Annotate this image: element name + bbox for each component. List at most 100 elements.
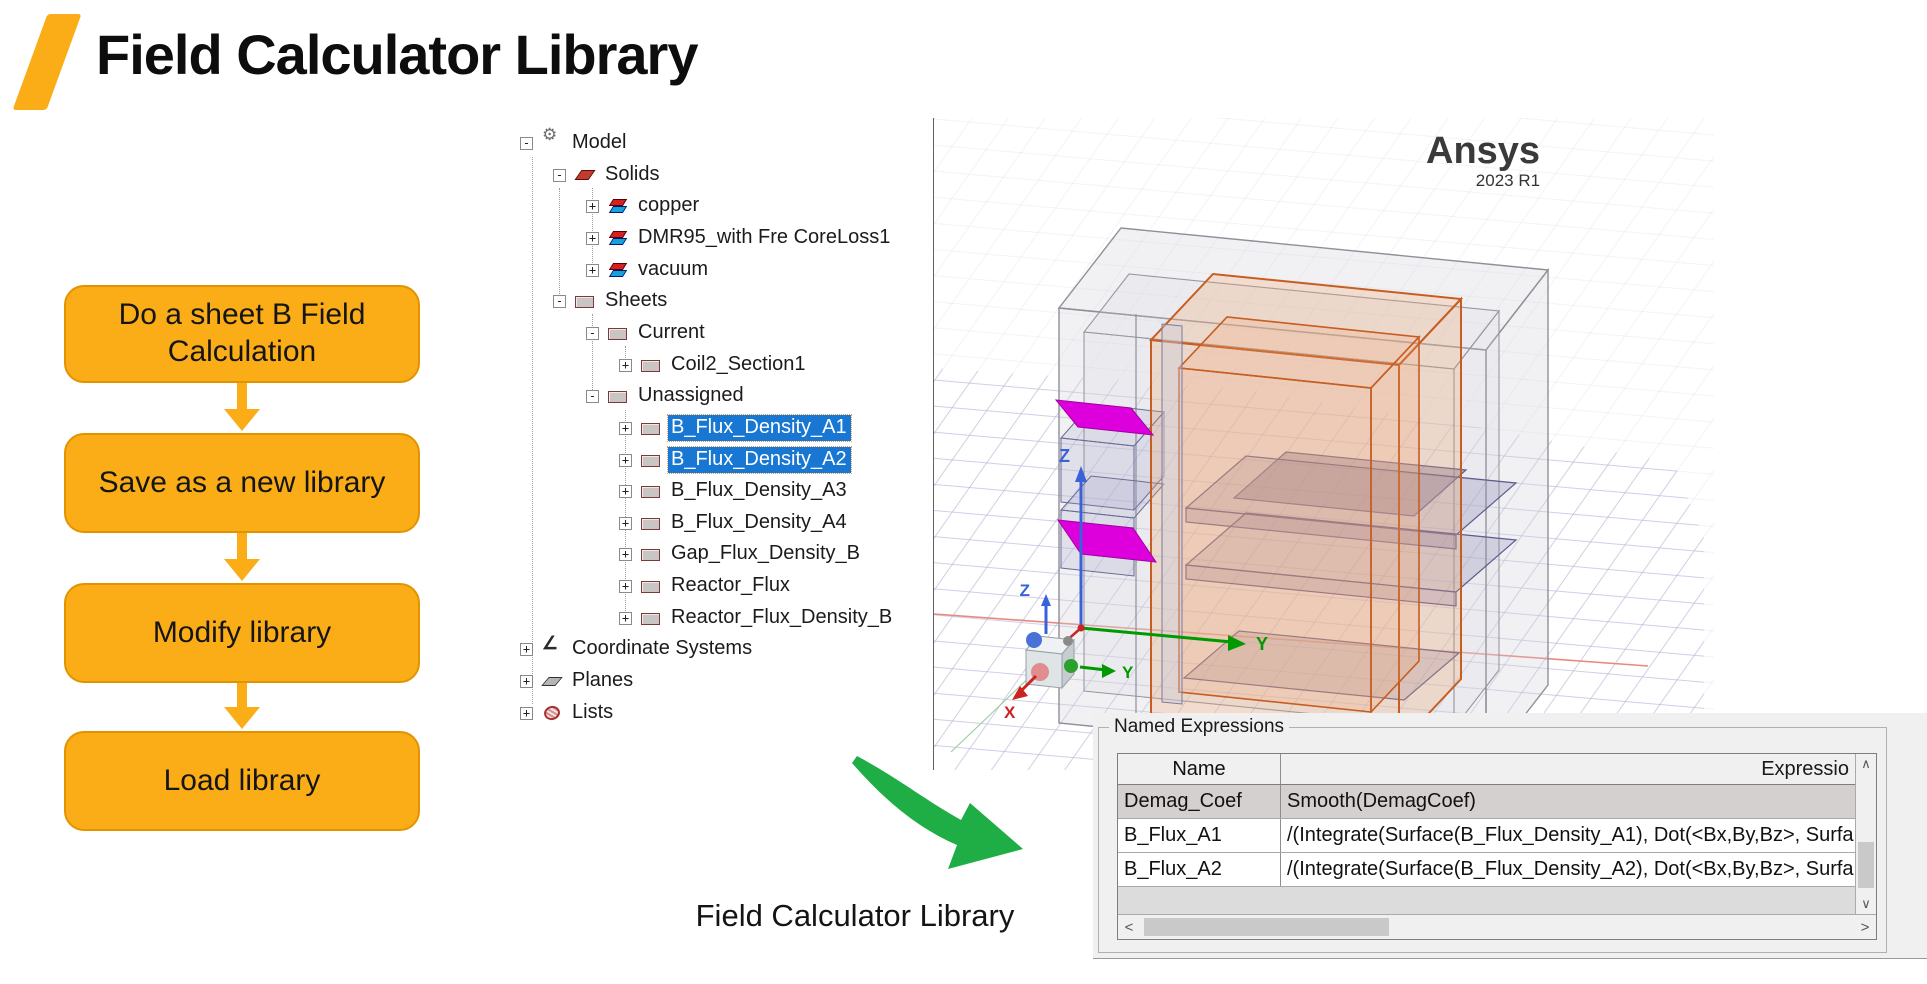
tree-item[interactable]: - Model bbox=[520, 125, 630, 157]
green-callout-arrow bbox=[852, 756, 1023, 869]
column-header-expression[interactable]: Expressio bbox=[1761, 757, 1849, 780]
expander-toggle[interactable]: + bbox=[619, 611, 632, 625]
expander-toggle[interactable]: - bbox=[553, 168, 566, 182]
tree-item[interactable]: +Reactor_Flux bbox=[619, 572, 794, 600]
expander-toggle[interactable]: + bbox=[619, 516, 632, 530]
scroll-down-icon[interactable]: ∨ bbox=[1861, 896, 1871, 911]
horizontal-scroll-thumb[interactable] bbox=[1144, 918, 1389, 936]
expander-toggle[interactable]: + bbox=[619, 579, 632, 593]
tree-item[interactable]: + Coil2_Section1 bbox=[619, 351, 810, 379]
table-row[interactable]: B_Flux_A2 /(Integrate(Surface(B_Flux_Den… bbox=[1118, 853, 1855, 887]
scroll-right-icon[interactable]: > bbox=[1860, 918, 1870, 936]
tree-item-label: Current bbox=[638, 321, 705, 343]
expander-toggle[interactable]: + bbox=[520, 706, 533, 720]
table-row[interactable]: B_Flux_A1 /(Integrate(Surface(B_Flux_Den… bbox=[1118, 819, 1855, 853]
flow-step-4-label: Load library bbox=[163, 763, 321, 797]
tree-item[interactable]: + Reactor_Flux_Density_B bbox=[619, 604, 896, 632]
flow-step-1-label: Do a sheet B Field Calculation bbox=[118, 298, 366, 368]
expander-toggle[interactable]: + bbox=[586, 263, 599, 277]
column-header-name[interactable]: Name bbox=[1118, 754, 1281, 784]
tree-item[interactable]: + Lists bbox=[520, 699, 617, 727]
expander-toggle[interactable]: + bbox=[619, 453, 632, 467]
tree-connector-line bbox=[559, 188, 560, 306]
tree-item[interactable]: - Current bbox=[586, 319, 709, 347]
expander-toggle[interactable]: + bbox=[586, 231, 599, 245]
model-axes: Z Y bbox=[1057, 446, 1268, 654]
coil-outer-box bbox=[1148, 272, 1464, 748]
gizmo-y-label: Y bbox=[1122, 663, 1134, 682]
flow-step-3-label: Modify library bbox=[152, 615, 332, 649]
scroll-left-icon[interactable]: < bbox=[1124, 918, 1134, 936]
vacuum-region-box bbox=[1057, 227, 1550, 768]
title-slash-decoration bbox=[12, 14, 82, 110]
expander-toggle[interactable]: + bbox=[619, 421, 632, 435]
expander-toggle[interactable]: + bbox=[586, 199, 599, 213]
tree-item-label: B_Flux_Density_A3 bbox=[671, 479, 847, 501]
model-icon bbox=[542, 125, 561, 150]
winding-slabs bbox=[1182, 451, 1518, 701]
b-flux-sheet-1 bbox=[1054, 399, 1155, 436]
horizontal-scrollbar[interactable]: < > bbox=[1118, 914, 1876, 939]
expander-toggle[interactable]: + bbox=[619, 547, 632, 561]
sheet-icon bbox=[641, 581, 660, 593]
expression-name: B_Flux_A1 bbox=[1118, 819, 1281, 852]
tree-item[interactable]: +Planes bbox=[520, 667, 637, 695]
tree-item[interactable]: -Unassigned bbox=[586, 382, 748, 410]
expander-toggle[interactable]: + bbox=[619, 484, 632, 498]
lists-icon bbox=[542, 706, 561, 720]
tree-item-label: copper bbox=[638, 194, 700, 216]
named-expressions-table: Name Expressio Demag_Coef Smooth(DemagCo… bbox=[1117, 753, 1877, 940]
tree-item[interactable]: -Sheets bbox=[553, 287, 671, 315]
3d-viewport[interactable]: Z Y Z Y bbox=[933, 118, 1927, 770]
flow-step-3: Modify library bbox=[64, 583, 420, 683]
solid3d-icon bbox=[608, 263, 627, 277]
tree-item-label: Reactor_Flux_Density_B bbox=[671, 606, 893, 628]
x-grid-line bbox=[933, 613, 1649, 667]
vertical-scroll-thumb[interactable] bbox=[1858, 842, 1874, 888]
sheet-icon bbox=[608, 328, 627, 340]
tree-item[interactable]: + copper bbox=[586, 192, 703, 220]
cs-icon bbox=[542, 633, 561, 656]
flow-arrow-3-head bbox=[224, 707, 260, 729]
expander-toggle[interactable]: + bbox=[520, 674, 533, 688]
sheet-icon bbox=[641, 423, 660, 435]
tree-item[interactable]: +vacuum bbox=[586, 256, 712, 284]
tree-item[interactable]: + Coordinate Systems bbox=[520, 633, 756, 663]
expander-toggle[interactable]: + bbox=[619, 358, 632, 372]
y-axis-label: Y bbox=[1256, 634, 1268, 654]
expander-toggle[interactable]: - bbox=[586, 326, 599, 340]
sheet-icon bbox=[641, 549, 660, 561]
expander-toggle[interactable]: - bbox=[586, 389, 599, 403]
vertical-scrollbar[interactable]: ∧ ∨ bbox=[1855, 754, 1876, 914]
tree-item[interactable]: + B_Flux_Density_A3 bbox=[619, 477, 851, 505]
tree-connector-line bbox=[592, 314, 593, 402]
tree-item[interactable]: +B_Flux_Density_A1 bbox=[619, 414, 852, 442]
tree-item-label: Lists bbox=[572, 701, 614, 723]
flow-step-1: Do a sheet B Field Calculation bbox=[64, 285, 420, 383]
tree-item[interactable]: +B_Flux_Density_A4 bbox=[619, 509, 851, 537]
named-expressions-panel: Named Expressions Name Expressio Demag_C… bbox=[1093, 713, 1927, 959]
scroll-up-icon[interactable]: ∧ bbox=[1861, 756, 1871, 771]
expander-toggle[interactable]: - bbox=[520, 136, 533, 150]
tree-item[interactable]: + DMR95_with Fre CoreLoss1 bbox=[586, 224, 894, 252]
orientation-gizmo[interactable]: Z Y X bbox=[1004, 581, 1134, 722]
sheet-icon bbox=[641, 360, 660, 372]
tree-item-label: DMR95_with Fre CoreLoss1 bbox=[638, 226, 891, 248]
page-title: Field Calculator Library bbox=[96, 23, 698, 86]
expander-toggle[interactable]: + bbox=[520, 642, 533, 656]
ansys-logo: Ansys 2023 R1 bbox=[1426, 132, 1540, 191]
tree-item-label: Coordinate Systems bbox=[572, 637, 753, 659]
tree-item[interactable]: +B_Flux_Density_A2 bbox=[619, 446, 852, 474]
z-axis-label: Z bbox=[1059, 446, 1070, 466]
tree-item[interactable]: -Solids bbox=[553, 161, 663, 189]
expander-toggle[interactable]: - bbox=[553, 294, 566, 308]
tree-item-label: Coil2_Section1 bbox=[671, 353, 806, 375]
tree-item-label: Model bbox=[572, 131, 627, 153]
table-row[interactable]: Demag_Coef Smooth(DemagCoef) bbox=[1118, 785, 1855, 819]
tree-item[interactable]: +Gap_Flux_Density_B bbox=[619, 540, 864, 568]
sheet-icon bbox=[641, 613, 660, 625]
solid3d-icon bbox=[608, 231, 627, 245]
gizmo-z-label: Z bbox=[1020, 581, 1030, 600]
flow-arrow-1 bbox=[237, 383, 247, 409]
